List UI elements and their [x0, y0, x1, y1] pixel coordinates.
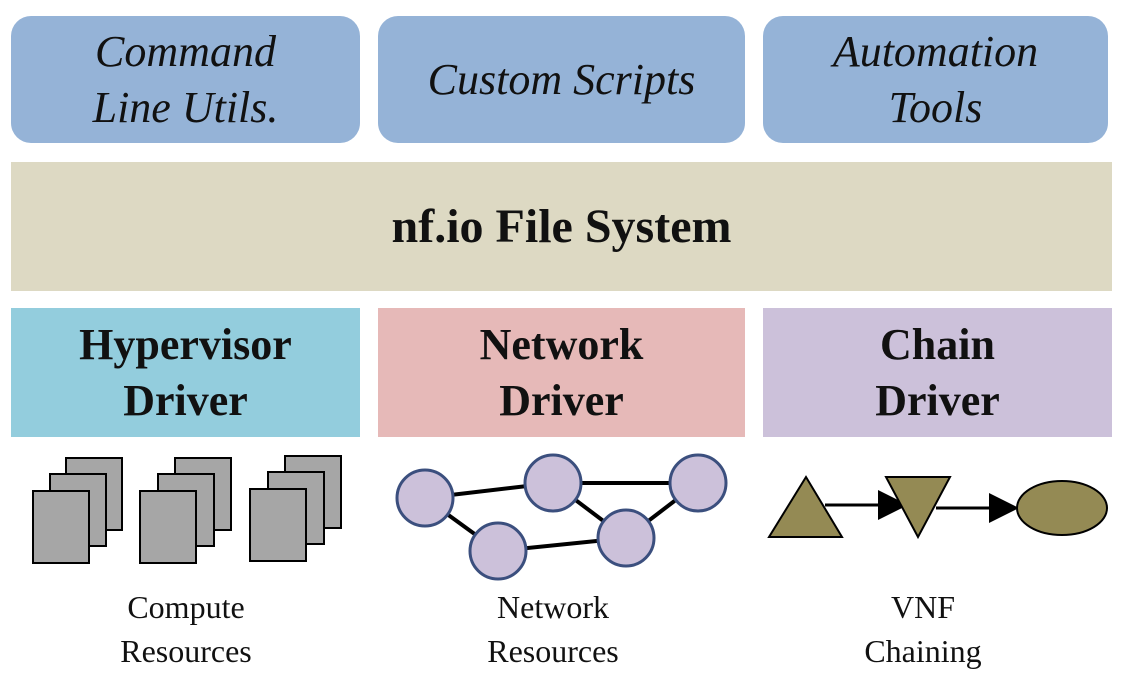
driver-label-line1: Chain: [880, 319, 995, 369]
driver-label-line2: Driver: [123, 375, 248, 425]
network-graph-icon: [395, 453, 728, 581]
driver-label-line2: Driver: [875, 375, 1000, 425]
caption-line2: Resources: [487, 633, 619, 669]
tool-label-line2: Tools: [888, 82, 983, 132]
tool-label-line1: Custom Scripts: [427, 54, 696, 104]
server-stack-icon: [32, 457, 123, 564]
file-system-layer: nf.io File System: [11, 162, 1112, 291]
network-driver: Network Driver: [378, 308, 745, 437]
vnf-chaining-caption: VNF Chaining: [783, 585, 1063, 673]
file-system-label: nf.io File System: [391, 200, 732, 253]
compute-resources-caption: Compute Resources: [46, 585, 326, 673]
tool-label-line1: Automation: [832, 26, 1039, 76]
network-resources-caption: Network Resources: [413, 585, 693, 673]
tool-automation-tools: Automation Tools: [763, 16, 1108, 143]
hypervisor-driver: Hypervisor Driver: [11, 308, 360, 437]
driver-label-line2: Driver: [499, 375, 624, 425]
server-stack-icon: [249, 455, 342, 562]
driver-label-line1: Network: [479, 319, 644, 369]
chain-driver: Chain Driver: [763, 308, 1112, 437]
driver-label-line1: Hypervisor: [79, 319, 292, 369]
caption-line1: Network: [497, 589, 609, 625]
caption-line2: Resources: [120, 633, 252, 669]
server-stack-icon: [139, 457, 232, 564]
tool-command-line-utils: Command Line Utils.: [11, 16, 360, 143]
tool-label-line2: Line Utils.: [92, 82, 279, 132]
tool-custom-scripts: Custom Scripts: [378, 16, 745, 143]
caption-line1: Compute: [127, 589, 245, 625]
caption-line1: VNF: [890, 589, 955, 625]
vnf-chain-icon: [767, 475, 1108, 540]
caption-line2: Chaining: [864, 633, 982, 669]
tool-label-line1: Command: [95, 26, 276, 76]
